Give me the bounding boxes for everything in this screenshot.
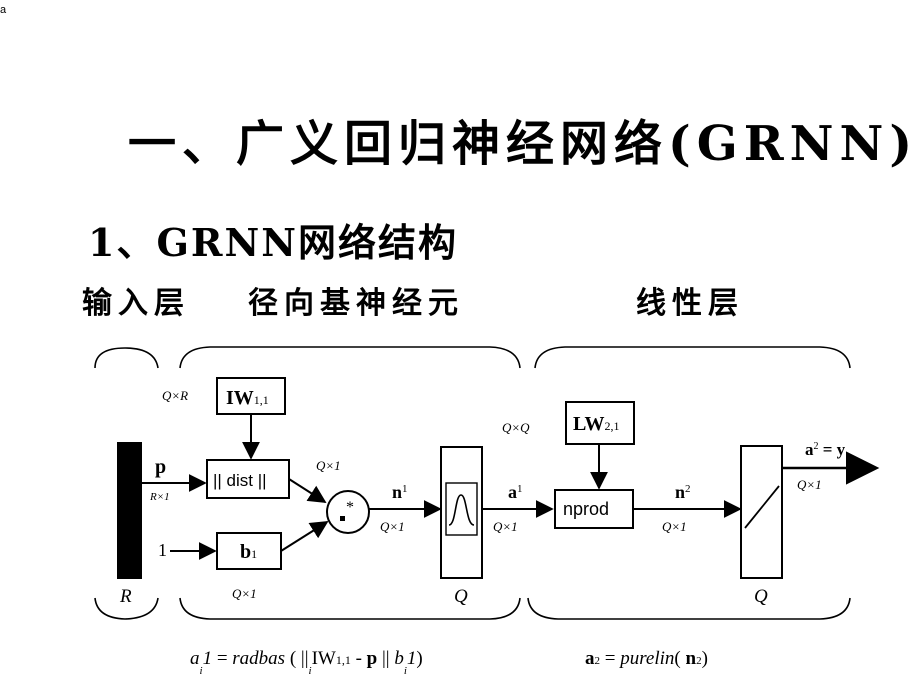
IW-dim: Q×R bbox=[162, 388, 188, 403]
brace-top-radial bbox=[179, 346, 521, 369]
purelin-block bbox=[740, 445, 783, 579]
LW-box bbox=[565, 401, 635, 445]
radbas-Q: Q bbox=[454, 586, 468, 607]
radial-layer-label: 径向基神经元 bbox=[248, 286, 464, 321]
n1-label: n1 bbox=[392, 482, 408, 502]
linear-layer-label: 线性层 bbox=[636, 286, 744, 321]
formula-purelin: a2 = purelin( n2) bbox=[585, 648, 708, 669]
b-label: b1 bbox=[240, 541, 257, 563]
a1-dim: Q×1 bbox=[493, 519, 518, 534]
a2y-label: a2 = y bbox=[805, 440, 846, 459]
n1-dim: Q×1 bbox=[380, 519, 405, 534]
brace-bottom-input bbox=[94, 597, 159, 620]
dist-box bbox=[206, 459, 290, 499]
IW-label: IW1,1 bbox=[226, 387, 269, 409]
radbas-curve-icon bbox=[448, 494, 475, 526]
R-label: R bbox=[119, 586, 132, 607]
dist-out-dim: Q×1 bbox=[316, 458, 341, 473]
p-label: p bbox=[155, 456, 166, 478]
a1-label: a1 bbox=[508, 482, 523, 502]
LW-label: LW2,1 bbox=[573, 413, 620, 435]
dist-to-mult-arrow bbox=[288, 478, 327, 503]
dist-label: || dist || bbox=[213, 471, 267, 490]
formula-radbas: ai1 = radbas ( ||iIW1,1 - p || bi1) bbox=[190, 648, 423, 677]
brace-top-linear bbox=[534, 346, 851, 369]
input-layer-label: 输入层 bbox=[82, 286, 190, 321]
nprod-label: nprod bbox=[563, 499, 609, 519]
bias-one-label: 1 bbox=[158, 540, 167, 560]
radbas-block bbox=[440, 446, 483, 579]
p-dim: R×1 bbox=[149, 491, 170, 503]
brace-top-input bbox=[94, 347, 159, 369]
mult-dot bbox=[340, 516, 345, 521]
purelin-line-icon bbox=[744, 485, 780, 529]
b-dim: Q×1 bbox=[232, 586, 257, 601]
n2-label: n2 bbox=[675, 482, 691, 502]
slide-title: 一、广义回归神经网络(GRNN) bbox=[128, 116, 919, 172]
nprod-box bbox=[554, 489, 634, 529]
n2-dim: Q×1 bbox=[662, 519, 687, 534]
a2-dim: Q×1 bbox=[797, 477, 822, 492]
brace-bottom-linear bbox=[527, 597, 851, 620]
brace-bottom-radial bbox=[179, 597, 521, 620]
mult-star: * bbox=[346, 499, 354, 516]
LW-dim: Q×Q bbox=[502, 420, 530, 435]
slide-subtitle: 1、GRNN网络结构 bbox=[88, 220, 458, 265]
mult-node bbox=[326, 490, 370, 534]
corner-mark: a bbox=[0, 4, 7, 16]
purelin-Q: Q bbox=[754, 586, 768, 607]
input-vector-bar bbox=[117, 442, 142, 579]
b-to-mult-arrow bbox=[280, 521, 329, 552]
radbas-inner bbox=[445, 482, 478, 536]
